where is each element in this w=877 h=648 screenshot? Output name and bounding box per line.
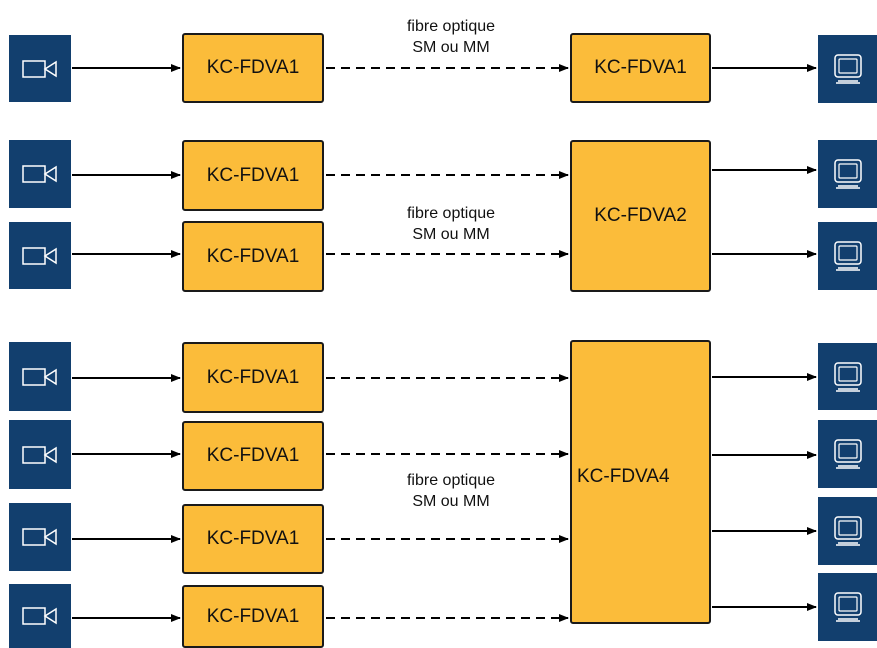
fibre-label-line-1: fibre optique bbox=[406, 205, 496, 222]
transmitter-box: KC-FDVA1 bbox=[182, 421, 324, 491]
fibre-label: fibre optique SM ou MM bbox=[371, 16, 531, 58]
fibre-label-line-2: SM ou MM bbox=[412, 226, 490, 243]
transmitter-box: KC-FDVA1 bbox=[182, 221, 324, 292]
receiver-box: KC-FDVA2 bbox=[570, 140, 711, 292]
receiver-box: KC-FDVA1 bbox=[570, 33, 711, 103]
monitor-icon bbox=[818, 140, 877, 208]
video-camera-icon bbox=[9, 222, 71, 289]
video-camera-icon bbox=[9, 35, 71, 102]
video-camera-icon bbox=[9, 420, 71, 489]
monitor-icon bbox=[818, 420, 877, 488]
monitor-icon bbox=[818, 35, 877, 103]
monitor-icon bbox=[818, 343, 877, 410]
fibre-label-line-2: SM ou MM bbox=[412, 39, 490, 56]
transmitter-box: KC-FDVA1 bbox=[182, 140, 324, 211]
transmitter-box: KC-FDVA1 bbox=[182, 504, 324, 574]
transmitter-box: KC-FDVA1 bbox=[182, 33, 324, 103]
monitor-icon bbox=[818, 222, 877, 290]
video-camera-icon bbox=[9, 503, 71, 571]
monitor-icon bbox=[818, 497, 877, 565]
transmitter-box: KC-FDVA1 bbox=[182, 342, 324, 413]
transmitter-box: KC-FDVA1 bbox=[182, 585, 324, 648]
fibre-label-line-1: fibre optique bbox=[406, 18, 496, 35]
monitor-icon bbox=[818, 573, 877, 641]
video-camera-icon bbox=[9, 584, 71, 648]
fibre-label: fibre optique SM ou MM bbox=[371, 203, 531, 245]
fibre-label-line-1: fibre optique bbox=[406, 472, 496, 489]
fibre-label: fibre optique SM ou MM bbox=[371, 470, 531, 512]
receiver-box: KC-FDVA4 bbox=[570, 340, 711, 624]
video-camera-icon bbox=[9, 140, 71, 208]
fibre-label-line-2: SM ou MM bbox=[412, 493, 490, 510]
video-camera-icon bbox=[9, 342, 71, 411]
